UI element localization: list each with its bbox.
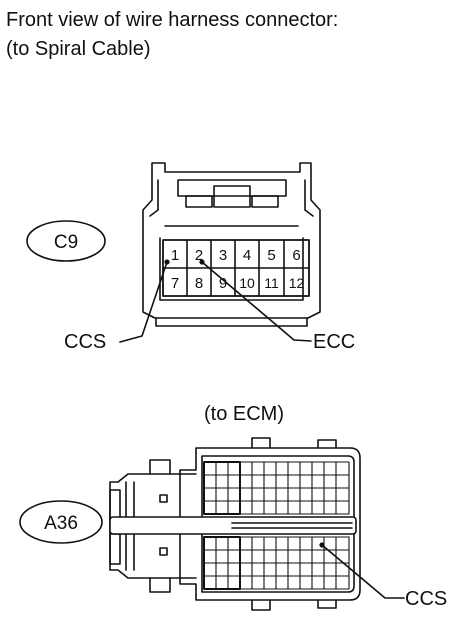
a36-top-tab-right bbox=[251, 437, 271, 449]
c9-body-outline bbox=[142, 162, 321, 319]
c9-pin-1: 1 bbox=[171, 247, 179, 264]
title-line-2: (to Spiral Cable) bbox=[6, 38, 151, 60]
connector-a36: (to ECM) A36 bbox=[19, 403, 447, 611]
c9-pin-10: 10 bbox=[239, 275, 255, 291]
a36-housing bbox=[179, 447, 361, 601]
c9-right-latch bbox=[304, 179, 314, 217]
c9-cavity-frame bbox=[159, 237, 304, 301]
a36-left-boss-bottom bbox=[109, 533, 121, 565]
c9-pin-2: 2 bbox=[195, 247, 203, 264]
a36-inner-frame bbox=[201, 455, 355, 593]
c9-top-key-center bbox=[213, 185, 251, 208]
a36-upper-pin-grid bbox=[203, 461, 350, 515]
a36-label-oval bbox=[19, 500, 103, 544]
a36-bottom-tab-far bbox=[317, 599, 337, 609]
a36-pin-hole-bottom bbox=[159, 547, 168, 556]
a36-pin-hole-top bbox=[159, 494, 168, 503]
c9-left-latch bbox=[149, 179, 159, 217]
c9-label-oval bbox=[26, 220, 106, 262]
a36-ccs-leader bbox=[321, 544, 405, 599]
a36-bottom-tab-right bbox=[251, 599, 271, 611]
c9-top-key-right bbox=[251, 195, 279, 208]
c9-top-key-left bbox=[185, 195, 213, 208]
c9-pin-7: 7 bbox=[171, 275, 179, 292]
c9-pin-1-dot bbox=[164, 259, 170, 265]
c9-label: C9 bbox=[54, 232, 78, 253]
c9-ccs-leader bbox=[119, 261, 168, 343]
a36-top-tab-far bbox=[317, 439, 337, 449]
a36-left-boss-top bbox=[109, 489, 121, 521]
a36-caption: (to ECM) bbox=[204, 403, 284, 425]
c9-ecc-label: ECC bbox=[313, 331, 355, 353]
c9-top-cap bbox=[177, 179, 287, 197]
c9-bottom-tab bbox=[155, 317, 308, 327]
diagram-title: Front view of wire harness connector: (t… bbox=[6, 6, 472, 64]
c9-pin-12: 12 bbox=[289, 275, 305, 291]
c9-pin-4: 4 bbox=[243, 247, 251, 264]
c9-pin-3: 3 bbox=[219, 247, 227, 264]
a36-label: A36 bbox=[44, 513, 78, 534]
a36-bottom-tab-left bbox=[149, 577, 171, 593]
c9-pin-2-dot bbox=[199, 259, 205, 265]
c9-pin-5: 5 bbox=[267, 247, 275, 264]
a36-ccs-pin-dot bbox=[319, 542, 325, 548]
c9-pin-8: 8 bbox=[195, 275, 203, 292]
connector-c9: C9 1 2 3 4 5 6 7 8 9 bbox=[26, 162, 355, 353]
a36-top-tab-left bbox=[149, 459, 171, 475]
title-line-1: Front view of wire harness connector: bbox=[6, 9, 339, 31]
c9-pin-6: 6 bbox=[292, 247, 300, 264]
a36-ccs-label: CCS bbox=[405, 588, 447, 610]
c9-ccs-label: CCS bbox=[64, 331, 106, 353]
a36-lower-pin-grid bbox=[203, 536, 350, 590]
c9-ecc-leader bbox=[201, 261, 312, 342]
c9-pin-11: 11 bbox=[264, 275, 279, 291]
c9-pin-9: 9 bbox=[219, 275, 227, 292]
a36-center-bar bbox=[109, 516, 357, 535]
